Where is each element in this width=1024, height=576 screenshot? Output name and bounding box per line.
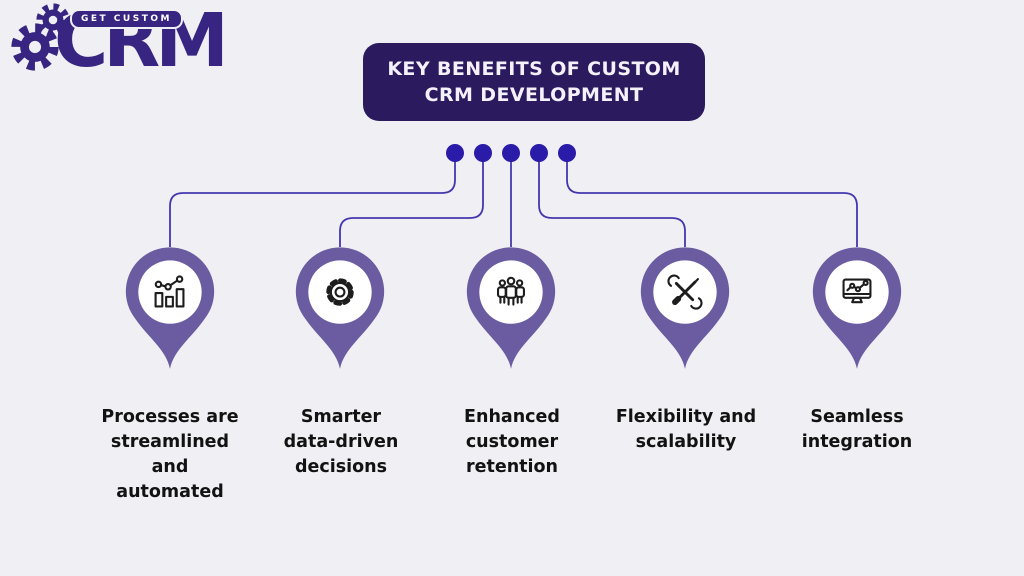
benefit-label-decisions: Smarter data-driven decisions — [283, 407, 399, 477]
benefit-label-processes: Processes are streamlined and automated — [101, 407, 239, 502]
people-group-icon — [496, 276, 526, 306]
branch-dot — [530, 144, 548, 162]
brand-logo: CRM GET CUSTOM — [8, 0, 238, 86]
gear-icon — [36, 3, 70, 37]
tools-icon — [667, 274, 703, 310]
brand-tagline: GET CUSTOM — [70, 9, 183, 29]
benefit-label-flexibility: Flexibility and scalability — [615, 407, 757, 452]
title-box: KEY BENEFITS OF CUSTOM CRM DEVELOPMENT — [363, 43, 705, 121]
pin-marker-flexibility — [637, 246, 733, 370]
branch-dot — [474, 144, 492, 162]
pin-marker-retention — [463, 246, 559, 370]
pin-marker-decisions — [292, 246, 388, 370]
benefit-label-retention: Enhanced customer retention — [464, 407, 560, 477]
monitor-chart-icon — [842, 278, 872, 304]
title-line-2: CRM DEVELOPMENT — [424, 84, 644, 106]
gear-icon — [11, 23, 59, 71]
title-line-1: KEY BENEFITS OF CUSTOM — [387, 58, 681, 80]
gear-icon — [326, 278, 354, 306]
benefit-label-integration: Seamless integration — [801, 407, 913, 452]
pin-marker-processes — [122, 246, 218, 370]
bar-chart-trend-icon — [154, 275, 185, 308]
branch-dot — [446, 144, 464, 162]
pin-marker-integration — [809, 246, 905, 370]
branch-dot — [502, 144, 520, 162]
branch-dot — [558, 144, 576, 162]
